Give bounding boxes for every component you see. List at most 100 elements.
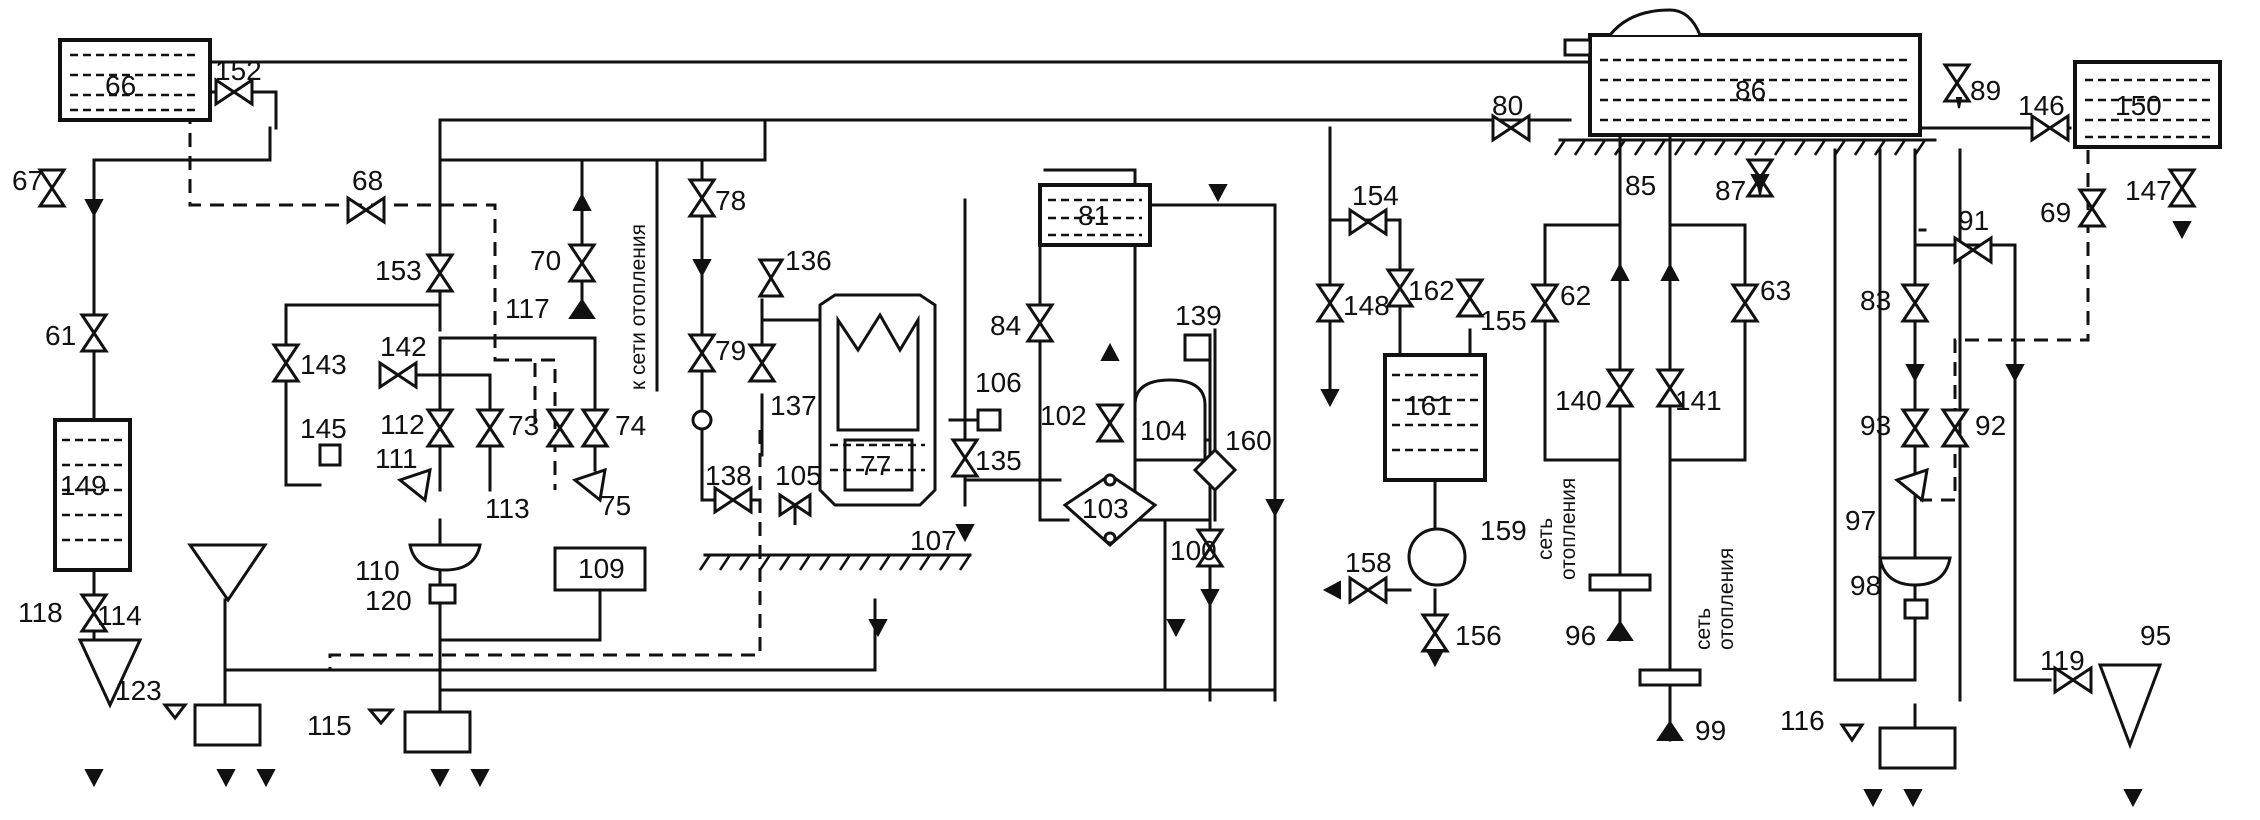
label-86: 86 (1735, 75, 1766, 106)
label-161: 161 (1405, 390, 1452, 421)
label-70: 70 (530, 245, 561, 276)
label-106: 106 (975, 367, 1022, 398)
label-116: 116 (1780, 705, 1825, 736)
valves (37, 63, 2197, 695)
pump-159 (1407, 527, 1467, 587)
funnel-95 (2097, 663, 2163, 750)
label-155: 155 (1480, 305, 1527, 336)
labels: 66 152 67 68 61 149 118 114 123 153 143 … (12, 55, 2172, 746)
label-117: 117 (505, 293, 550, 324)
label-105: 105 (775, 460, 822, 491)
sink-110 (408, 543, 482, 605)
label-158: 158 (1345, 547, 1392, 578)
funnel-114 (77, 638, 143, 709)
label-69: 69 (2040, 197, 2071, 228)
box-109 (553, 546, 647, 592)
label-140: 140 (1555, 385, 1602, 416)
tank-66 (58, 38, 212, 122)
label-84: 84 (990, 310, 1021, 341)
label-100: 100 (1170, 535, 1217, 566)
label-138: 138 (705, 460, 752, 491)
label-120: 120 (365, 585, 412, 616)
label-66: 66 (105, 70, 136, 101)
tank-150 (2073, 60, 2222, 149)
label-145: 145 (300, 413, 347, 444)
label-147: 147 (2125, 175, 2172, 206)
flow-arrows (84, 97, 2192, 808)
label-110: 110 (355, 555, 400, 586)
label-156: 156 (1455, 620, 1502, 651)
label-119: 119 (2040, 645, 2085, 676)
cap-117 (568, 298, 596, 319)
label-153: 153 (375, 255, 422, 286)
heating-net-b-line2: отопления (1715, 548, 1738, 650)
label-104: 104 (1140, 415, 1187, 446)
heating-net-b-line1: сеть (1692, 608, 1715, 650)
label-85: 85 (1625, 170, 1656, 201)
label-113: 113 (485, 493, 530, 524)
label-102: 102 (1040, 400, 1087, 431)
label-143: 143 (300, 349, 347, 380)
trap-123 (161, 703, 262, 747)
label-115: 115 (307, 710, 352, 741)
label-87: 87 (1715, 175, 1746, 206)
label-162: 162 (1408, 275, 1455, 306)
filter-104 (1133, 333, 1212, 462)
boiler-77 (818, 293, 937, 507)
label-154: 154 (1352, 180, 1399, 211)
label-93: 93 (1860, 410, 1891, 441)
label-148: 148 (1343, 290, 1390, 321)
label-149: 149 (60, 470, 107, 501)
label-109: 109 (578, 553, 625, 584)
tank-86 (1563, 8, 1922, 137)
label-77: 77 (860, 450, 891, 481)
trap-116 (1839, 723, 1957, 770)
heating-net-a-line1: сеть (1534, 518, 1557, 560)
heating-net-a-line2: отопления (1557, 478, 1580, 580)
label-139: 139 (1175, 300, 1222, 331)
label-62: 62 (1560, 280, 1591, 311)
label-80: 80 (1492, 90, 1523, 121)
label-123: 123 (115, 675, 162, 706)
label-67: 67 (12, 165, 43, 196)
label-146: 146 (2018, 90, 2065, 121)
label-78: 78 (715, 185, 746, 216)
label-98: 98 (1850, 570, 1881, 601)
label-152: 152 (215, 55, 262, 86)
label-73: 73 (508, 410, 539, 441)
tank-149 (53, 418, 132, 572)
label-150: 150 (2115, 90, 2162, 121)
label-118: 118 (18, 597, 63, 628)
pipe-network (92, 48, 2072, 742)
floor-107 (698, 553, 972, 571)
label-160: 160 (1225, 425, 1272, 456)
label-159: 159 (1480, 515, 1527, 546)
label-137: 137 (770, 390, 817, 421)
label-107: 107 (910, 525, 957, 556)
label-89: 89 (1970, 75, 2001, 106)
heater-99 (1638, 668, 1702, 741)
sink-98 (1878, 556, 1952, 620)
label-68: 68 (352, 165, 383, 196)
label-141: 141 (1675, 385, 1722, 416)
heater-96 (1588, 573, 1652, 641)
label-79: 79 (715, 335, 746, 366)
label-96: 96 (1565, 620, 1596, 651)
filter-160 (1192, 447, 1238, 493)
label-135: 135 (975, 445, 1022, 476)
label-91: 91 (1958, 205, 1989, 236)
label-136: 136 (785, 245, 832, 276)
label-74: 74 (615, 410, 646, 441)
label-111: 111 (375, 443, 418, 474)
funnel-left (187, 543, 268, 603)
label-95: 95 (2140, 620, 2171, 651)
label-83: 83 (1860, 285, 1891, 316)
floor-86 (1553, 138, 1937, 156)
label-99: 99 (1695, 715, 1726, 746)
tank-81 (1038, 183, 1152, 247)
label-142: 142 (380, 331, 427, 362)
heating-riser-note: к сети отопления (627, 224, 650, 390)
label-114: 114 (97, 600, 142, 631)
trap-115 (366, 708, 472, 754)
